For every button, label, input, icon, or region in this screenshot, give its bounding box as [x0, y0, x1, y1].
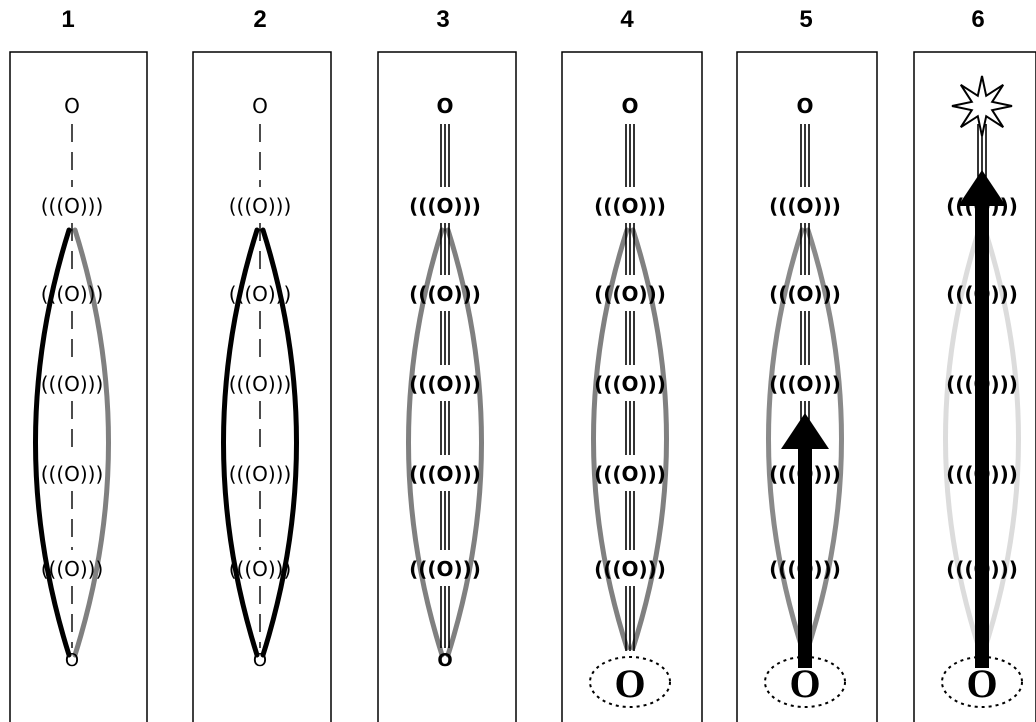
chakra-2: (((O))) [594, 282, 666, 306]
panel-6: (((O)))(((O)))(((O)))(((O)))(((O)))O [913, 51, 1036, 722]
chakra-2: (((O))) [229, 282, 292, 306]
ellipse-right-arc [445, 227, 484, 658]
chakra-3: (((O))) [594, 372, 666, 396]
chakra-5: (((O))) [41, 557, 104, 581]
base-chakra: O [253, 650, 267, 671]
chakra-1: (((O))) [41, 194, 104, 218]
panel-1-number: 1 [61, 6, 75, 33]
panel-frame [377, 51, 517, 722]
base-chakra: O [614, 661, 645, 706]
ellipse-right-arc [72, 227, 111, 658]
ellipse-right-arc [260, 227, 299, 658]
panel-frame [736, 51, 878, 722]
crown-chakra: O [796, 94, 813, 118]
panel-frame [9, 51, 148, 722]
ellipse-left-arc [591, 227, 630, 651]
chakra-1: (((O))) [229, 194, 292, 218]
ellipse-right-arc [982, 227, 1021, 651]
ellipse-right-arc [630, 227, 669, 651]
ellipse-right-arc [805, 227, 844, 651]
panel-frame [913, 51, 1036, 722]
chakra-5: (((O))) [229, 557, 292, 581]
chakra-1: (((O))) [769, 194, 841, 218]
chakra-1: (((O))) [409, 194, 481, 218]
ellipse-left-arc [221, 227, 260, 658]
chakra-5: (((O))) [594, 557, 666, 581]
chakra-2: (((O))) [409, 282, 481, 306]
panel-3: O (((O))) (((O))) (((O))) (((O))) (((O))) O [377, 51, 517, 722]
chakra-2: (((O))) [769, 282, 841, 306]
crown-star-icon [951, 75, 1013, 137]
base-chakra: O [966, 661, 997, 706]
ellipse-left-arc [766, 227, 805, 651]
panel-4-number: 4 [620, 6, 634, 33]
ellipse-left-arc [33, 227, 72, 658]
base-chakra: O [437, 650, 452, 671]
chakra-1: (((O))) [594, 194, 666, 218]
base-chakra: O [65, 650, 79, 671]
base-chakra: O [789, 661, 820, 706]
chakra-2: (((O))) [41, 282, 104, 306]
panel-2: O (((O))) (((O))) (((O))) (((O))) (((O))) O [192, 51, 332, 722]
chakra-4: (((O))) [594, 462, 666, 486]
chakra-3: (((O))) [41, 372, 104, 396]
arrow-shaft [798, 445, 812, 668]
chakra-4: (((O))) [409, 462, 481, 486]
panel-1: O (((O))) (((O))) (((O))) (((O))) (((O))) O [9, 51, 148, 722]
panel-3-number: 3 [436, 6, 450, 33]
chakra-3: (((O))) [229, 372, 292, 396]
base-dotted-ellipse [589, 656, 671, 708]
arrow-head-icon [958, 170, 1006, 206]
ellipse-left-arc [406, 227, 445, 658]
panel-2-number: 2 [253, 6, 267, 33]
crown-chakra: O [621, 94, 638, 118]
chakra-3: (((O))) [409, 372, 481, 396]
panel-5-number: 5 [799, 6, 813, 33]
chakra-4: (((O))) [41, 462, 104, 486]
panel-frame [561, 51, 703, 722]
panel-4: O (((O))) (((O))) (((O))) (((O))) (((O))) O [561, 51, 703, 722]
arrow-shaft [975, 202, 989, 668]
arrow-head-icon [781, 413, 829, 449]
chakra-5: (((O))) [409, 557, 481, 581]
panel-6-number: 6 [971, 6, 985, 33]
crown-chakra: O [64, 94, 80, 118]
crown-chakra: O [436, 94, 453, 118]
crown-chakra: O [252, 94, 268, 118]
chakra-3: (((O))) [769, 372, 841, 396]
ellipse-left-arc [943, 227, 982, 651]
panel-frame [192, 51, 332, 722]
chakra-4: (((O))) [229, 462, 292, 486]
panel-5: O(((O)))(((O)))(((O)))(((O)))(((O)))O [736, 51, 878, 722]
